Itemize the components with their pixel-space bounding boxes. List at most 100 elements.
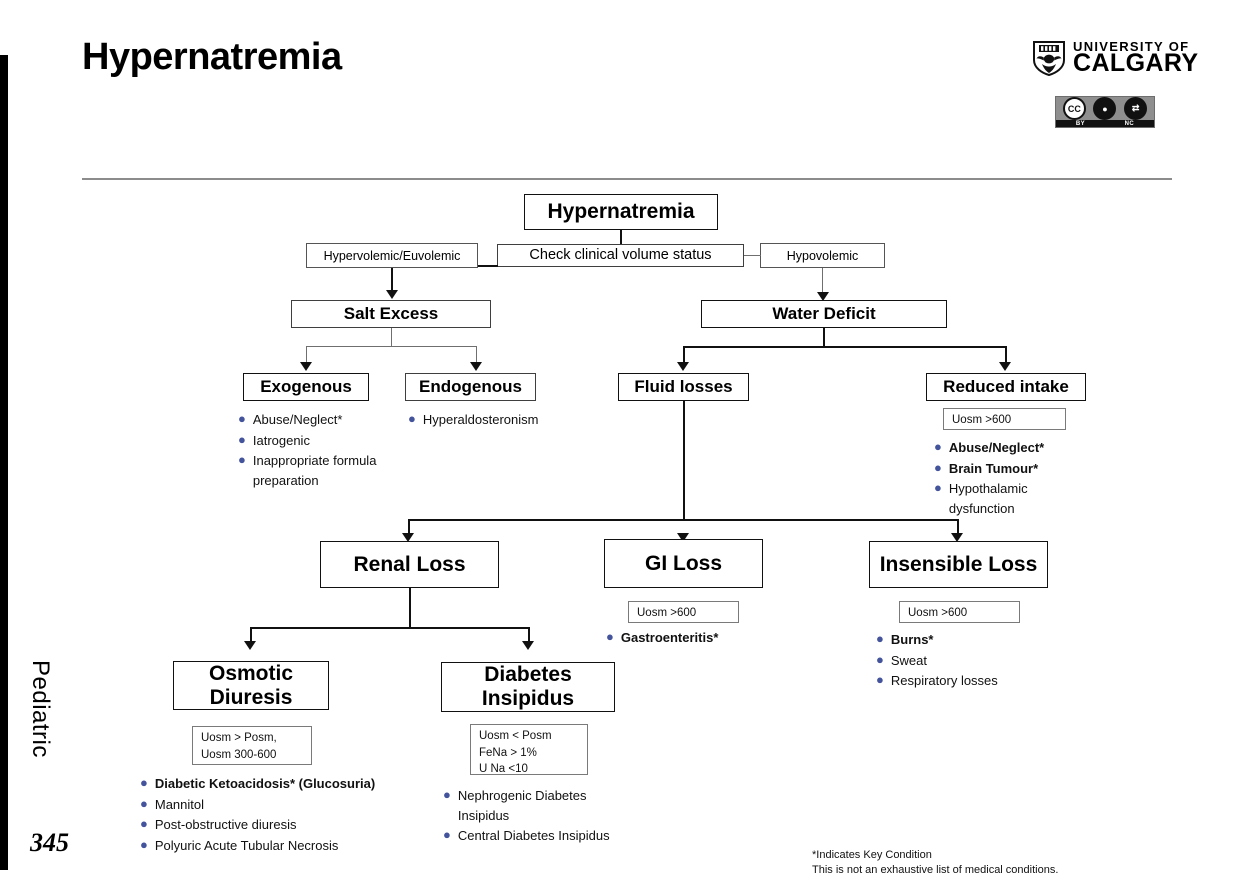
connector-water-bus — [683, 346, 1006, 348]
arrow-to-fluid-losses — [677, 362, 689, 371]
node-renal-loss[interactable]: Renal Loss — [320, 541, 499, 588]
node-diabetes-insipidus[interactable]: Diabetes Insipidus — [441, 662, 615, 712]
node-insensible-loss[interactable]: Insensible Loss — [869, 541, 1048, 588]
bullet-icon: ● — [876, 672, 884, 687]
connector-renal-down — [409, 588, 411, 628]
node-salt-excess[interactable]: Salt Excess — [291, 300, 491, 328]
person-icon: ● — [1093, 97, 1117, 120]
node-fluid-losses[interactable]: Fluid losses — [618, 373, 749, 401]
connector-lower-bus — [408, 519, 959, 521]
list-item: ● Inappropriate formula preparation — [238, 451, 413, 490]
connector-right-to-water — [822, 268, 823, 294]
list-item-label: Diabetic Ketoacidosis* (Glucosuria) — [154, 776, 376, 791]
bullet-icon: ● — [934, 459, 942, 475]
list-item-label: Inappropriate formula preparation — [252, 453, 377, 488]
list-item: ● Burns* — [876, 630, 1076, 650]
bullet-icon: ● — [934, 480, 942, 495]
node-water-deficit[interactable]: Water Deficit — [701, 300, 947, 328]
list-item: ● Abuse/Neglect* — [934, 438, 1094, 458]
criteria-line: FeNa > 1% — [479, 746, 537, 759]
list-item: ● Gastroenteritis* — [606, 628, 796, 648]
arrow-to-insensible-loss — [951, 533, 963, 542]
list-item-label: Hypothalamic dysfunction — [948, 481, 1028, 516]
page-number: 345 — [30, 828, 69, 857]
node-reduced-intake[interactable]: Reduced intake — [926, 373, 1086, 401]
arrow-to-osmotic-diuresis — [244, 641, 256, 650]
connector-water-down — [823, 328, 825, 346]
connector-salt-left-drop — [306, 346, 308, 364]
arrow-to-reduced-intake — [999, 362, 1011, 371]
university-logo: UNIVERSITY OF CALGARY — [1032, 40, 1198, 76]
node-hypovolemic[interactable]: Hypovolemic — [760, 243, 885, 268]
logo-line-2: CALGARY — [1073, 49, 1199, 78]
list-item: ● Brain Tumour* — [934, 459, 1094, 479]
list-item-label: Burns* — [890, 632, 934, 647]
connector-renal-left-drop — [250, 627, 252, 645]
list-item-label: Central Diabetes Insipidus — [457, 828, 610, 843]
criteria-insensible-loss: Uosm >600 — [899, 601, 1020, 623]
shield-crest-icon — [1033, 41, 1065, 76]
left-edge-bar — [0, 55, 8, 870]
list-item: ● Mannitol — [140, 795, 440, 815]
node-osmotic-diuresis[interactable]: Osmotic Diuresis — [173, 661, 329, 710]
criteria-reduced-intake: Uosm >600 — [943, 408, 1066, 430]
bullet-icon: ● — [934, 439, 942, 454]
footnote: *Indicates Key Condition This is not an … — [812, 848, 1058, 878]
connector-water-right-drop — [1005, 346, 1007, 364]
node-hypernatremia[interactable]: Hypernatremia — [524, 194, 718, 230]
arrow-to-renal-loss — [402, 533, 414, 542]
criteria-diabetes-insipidus: Uosm < Posm FeNa > 1% U Na <10 — [470, 724, 588, 775]
connector-check-to-left — [478, 265, 498, 267]
list-insensible-loss: ● Burns* ● Sweat ● Respiratory losses — [876, 630, 1076, 692]
cc-by-label: BY — [1075, 120, 1085, 127]
list-exogenous: ● Abuse/Neglect* ● Iatrogenic ● Inapprop… — [238, 410, 413, 491]
list-endogenous: ● Hyperaldosteronism — [408, 410, 588, 431]
bullet-icon: ● — [238, 452, 246, 467]
cc-icon: CC — [1062, 97, 1086, 120]
connector-fluid-down — [683, 401, 685, 520]
bullet-icon: ● — [606, 629, 614, 644]
connector-bus-right-drop — [957, 519, 959, 537]
list-item-label: Abuse/Neglect* — [948, 440, 1045, 455]
list-item-label: Nephrogenic Diabetes Insipidus — [457, 788, 587, 823]
header-divider — [82, 178, 1172, 180]
no-commercial-icon: ⇄ — [1124, 97, 1148, 120]
connector-salt-bus — [306, 346, 477, 348]
criteria-line: Uosm 300-600 — [201, 748, 277, 761]
page-title: Hypernatremia — [82, 36, 342, 78]
bullet-icon: ● — [876, 631, 884, 646]
bullet-icon: ● — [238, 411, 246, 426]
list-osmotic-diuresis: ● Diabetic Ketoacidosis* (Glucosuria) ● … — [140, 774, 440, 856]
bullet-icon: ● — [443, 827, 451, 842]
list-item-label: Post-obstructive diuresis — [154, 817, 297, 832]
list-item: ● Iatrogenic — [238, 431, 413, 451]
arrow-to-gi-loss — [677, 533, 689, 542]
list-item: ● Diabetic Ketoacidosis* (Glucosuria) — [140, 774, 440, 794]
list-item: ● Polyuric Acute Tubular Necrosis — [140, 836, 440, 856]
bullet-icon: ● — [140, 795, 148, 811]
list-item: ● Hyperaldosteronism — [408, 410, 588, 430]
node-check-volume-status[interactable]: Check clinical volume status — [497, 244, 744, 267]
bullet-icon: ● — [140, 775, 148, 790]
list-item: ● Respiratory losses — [876, 671, 1076, 691]
list-item-label: Gastroenteritis* — [620, 630, 719, 645]
list-item: ● Post-obstructive diuresis — [140, 815, 440, 835]
node-gi-loss[interactable]: GI Loss — [604, 539, 763, 588]
connector-renal-right-drop — [528, 627, 530, 645]
list-item: ● Abuse/Neglect* — [238, 410, 413, 430]
footnote-line-1: *Indicates Key Condition — [812, 849, 932, 861]
bullet-icon: ● — [876, 651, 884, 667]
list-item-label: Hyperaldosteronism — [422, 412, 539, 427]
criteria-line: Uosm > Posm, — [201, 732, 277, 744]
node-hypervolemic-euvolemic[interactable]: Hypervolemic/Euvolemic — [306, 243, 478, 268]
list-item: ● Hypothalamic dysfunction — [934, 479, 1094, 518]
list-item: ● Sweat — [876, 651, 1076, 671]
node-endogenous[interactable]: Endogenous — [405, 373, 536, 401]
node-exogenous[interactable]: Exogenous — [243, 373, 369, 401]
list-item-label: Sweat — [890, 652, 927, 668]
list-gi-loss: ● Gastroenteritis* — [606, 628, 796, 649]
connector-salt-right-drop — [476, 346, 478, 364]
connector-water-left-drop — [683, 346, 685, 364]
footnote-line-2: This is not an exhaustive list of medica… — [812, 863, 1059, 876]
list-item: ● Nephrogenic Diabetes Insipidus — [443, 786, 633, 825]
